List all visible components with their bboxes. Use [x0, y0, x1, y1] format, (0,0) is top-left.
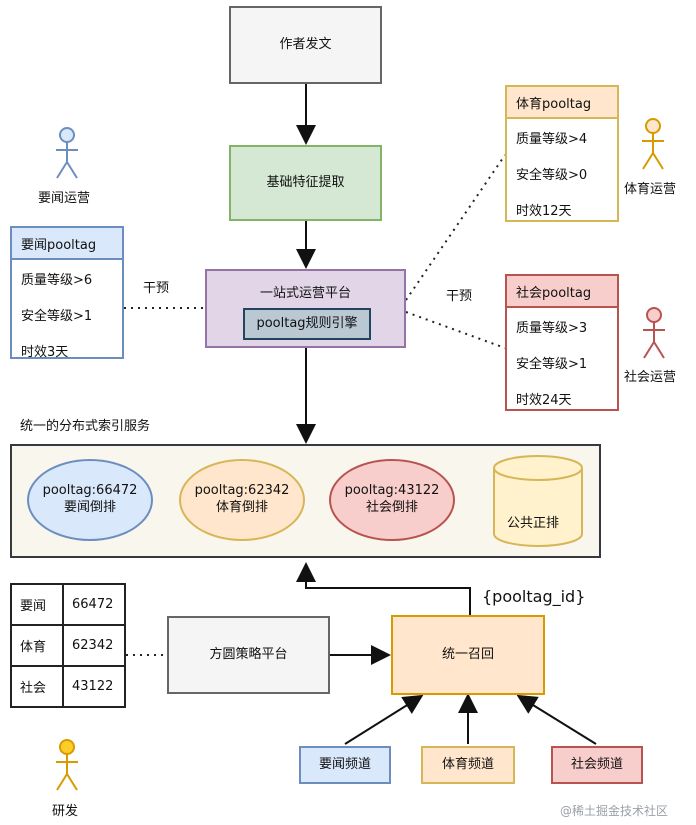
news-rule-timeliness: 时效3天 [21, 344, 69, 360]
ops-platform-node: 一站式运营平台 pooltag规则引擎 [205, 269, 406, 348]
table-cell-channel: 要闻 [10, 583, 64, 626]
society-ops-label: 社会运营 [624, 370, 677, 385]
recall-output-label: {pooltag_id} [482, 587, 586, 606]
feature-extraction-node: 基础特征提取 [229, 145, 382, 221]
news-rule-safety: 安全等级>1 [21, 308, 93, 324]
society-rule-timeliness: 时效24天 [516, 392, 572, 408]
sports-index-name: 体育倒排 [215, 500, 268, 515]
author-post-node: 作者发文 [229, 6, 382, 84]
strategy-platform-node: 方圆策略平台 [167, 616, 330, 694]
watermark: @稀土掘金技术社区 [560, 804, 669, 818]
sports-ops-person-icon [642, 118, 664, 170]
dotted-sports-platform [405, 154, 506, 301]
table-row: 体育 62342 [10, 624, 126, 667]
arrow-news-channel-recall [344, 694, 424, 745]
public-forward-index [493, 455, 583, 547]
news-channel-node: 要闻频道 [299, 746, 391, 784]
table-row: 社会 43122 [10, 665, 126, 708]
sports-ops-label: 体育运营 [624, 182, 677, 197]
society-pooltag-box: 社会pooltag 质量等级>3 安全等级>1 时效24天 [505, 274, 619, 411]
sports-inverted-index: pooltag:62342 体育倒排 [179, 459, 305, 541]
table-cell-id: 43122 [62, 665, 126, 708]
society-index-pooltag: pooltag:43122 [344, 483, 440, 499]
sports-channel-node: 体育频道 [421, 746, 515, 784]
society-ops-person-icon [643, 307, 665, 359]
news-index-pooltag: pooltag:66472 [42, 483, 138, 499]
news-index-name: 要闻倒排 [63, 500, 116, 515]
news-pooltag-box: 要闻pooltag 质量等级>6 安全等级>1 时效3天 [10, 226, 124, 360]
table-cell-id: 62342 [62, 624, 126, 667]
dotted-society-platform [405, 311, 506, 349]
news-ops-person-icon [56, 127, 78, 179]
dev-label: 研发 [52, 804, 79, 819]
society-inverted-index: pooltag:43122 社会倒排 [329, 459, 455, 541]
index-service-label: 统一的分布式索引服务 [20, 419, 151, 434]
dev-person-icon [56, 739, 78, 791]
sports-index-pooltag: pooltag:62342 [194, 483, 290, 499]
table-cell-channel: 社会 [10, 665, 64, 708]
news-pooltag-title: 要闻pooltag [12, 228, 122, 260]
society-rule-safety: 安全等级>1 [516, 356, 588, 372]
news-rule-quality: 质量等级>6 [21, 272, 93, 288]
sports-rule-quality: 质量等级>4 [516, 131, 588, 147]
society-rule-quality: 质量等级>3 [516, 320, 588, 336]
ops-platform-label: 一站式运营平台 [259, 286, 351, 301]
sports-rule-timeliness: 时效12天 [516, 203, 572, 219]
sports-pooltag-box: 体育pooltag 质量等级>4 安全等级>0 时效12天 [505, 85, 619, 222]
society-index-name: 社会倒排 [365, 500, 418, 515]
table-row: 要闻 66472 [10, 583, 126, 626]
sports-pooltag-title: 体育pooltag [507, 87, 617, 119]
arrow-recall-index [296, 562, 471, 615]
news-ops-label: 要闻运营 [38, 191, 91, 206]
society-channel-node: 社会频道 [551, 746, 643, 784]
table-cell-id: 66472 [62, 583, 126, 626]
table-cell-channel: 体育 [10, 624, 64, 667]
intervene-label-left: 干预 [143, 281, 170, 296]
society-pooltag-title: 社会pooltag [507, 276, 617, 308]
arrow-society-channel-recall [516, 694, 597, 745]
pooltag-rule-engine: pooltag规则引擎 [243, 308, 371, 340]
public-forward-index-label: 公共正排 [507, 516, 560, 531]
unified-recall-node: 统一召回 [391, 615, 545, 695]
news-inverted-index: pooltag:66472 要闻倒排 [27, 459, 153, 541]
sports-rule-safety: 安全等级>0 [516, 167, 588, 183]
pooltag-id-table: 要闻 66472 体育 62342 社会 43122 [10, 583, 126, 708]
intervene-label-right: 干预 [446, 289, 473, 304]
